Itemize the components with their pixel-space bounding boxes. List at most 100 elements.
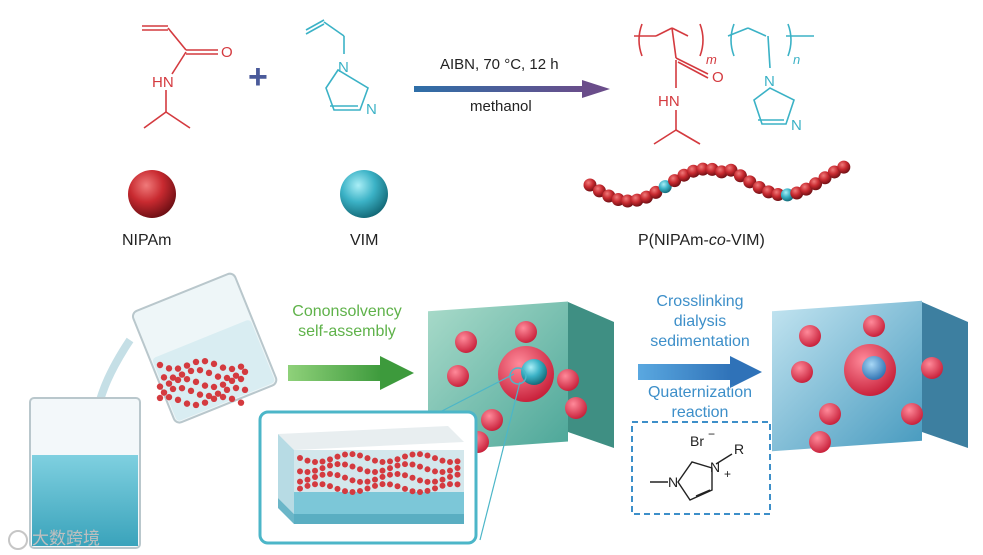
polymer-bead bbox=[223, 374, 231, 382]
polymer-bead bbox=[394, 462, 401, 469]
nipam-bead bbox=[696, 162, 710, 176]
copolymer-o-label: O bbox=[712, 69, 724, 86]
polymer-bead bbox=[201, 399, 209, 406]
copolymer-label-prefix: P(NIPAm- bbox=[638, 232, 709, 249]
micelle-core-inner bbox=[862, 356, 886, 380]
vim-structure: N N bbox=[305, 19, 377, 118]
polymer-bead bbox=[447, 467, 453, 474]
polymer-bead bbox=[349, 451, 356, 458]
micelle-sphere bbox=[799, 325, 821, 347]
polymer-bead bbox=[402, 461, 408, 468]
nipam-structure: O HN bbox=[142, 25, 233, 129]
quat-br: Br bbox=[690, 433, 704, 449]
green-arrow bbox=[288, 356, 414, 390]
polymer-bead bbox=[192, 378, 200, 386]
vim-bead bbox=[658, 180, 672, 194]
step3-line2: reaction bbox=[671, 404, 729, 421]
nipam-label: NIPAm bbox=[122, 232, 172, 249]
polymer-bead bbox=[196, 391, 204, 398]
polymer-bead bbox=[357, 487, 363, 494]
polymer-bead bbox=[156, 361, 164, 369]
polymer-bead bbox=[232, 372, 240, 379]
polymer-bead bbox=[205, 392, 213, 400]
step1-label: Cononsolvency self-assembly bbox=[272, 302, 422, 342]
polymer-bead bbox=[334, 453, 341, 460]
polymer-bead bbox=[174, 396, 182, 404]
polymer-bead bbox=[394, 483, 401, 490]
polymer-bead bbox=[357, 478, 363, 485]
nipam-bead bbox=[733, 169, 747, 183]
polymer-bead bbox=[228, 365, 236, 373]
polymer-bead bbox=[237, 363, 245, 370]
nipam-bead bbox=[837, 160, 851, 174]
nipam-bead bbox=[668, 174, 682, 188]
polymer-bead bbox=[349, 463, 356, 470]
polymer-bead bbox=[439, 457, 446, 464]
polymer-bead bbox=[160, 389, 168, 396]
reaction-arrow bbox=[414, 80, 610, 98]
polymer-bead bbox=[417, 463, 423, 470]
nipam-sphere bbox=[128, 170, 176, 218]
nipam-bead bbox=[649, 185, 663, 199]
micelle-sphere bbox=[515, 321, 537, 343]
polymer-bead bbox=[297, 485, 303, 492]
polymer-bead bbox=[210, 395, 218, 403]
quat-n-left: N bbox=[668, 474, 678, 490]
polymer-bead bbox=[379, 467, 386, 474]
polymer-bead bbox=[342, 488, 348, 495]
polymer-bead bbox=[169, 385, 177, 393]
polymer-bead bbox=[342, 461, 348, 468]
copolymer-bead-chain bbox=[583, 160, 851, 208]
polymer-bead bbox=[319, 471, 326, 478]
polymer-bead bbox=[327, 483, 333, 490]
polymer-bead bbox=[160, 374, 168, 381]
micelle-sphere bbox=[455, 331, 477, 353]
polymer-bead bbox=[417, 477, 423, 484]
polymer-bead bbox=[319, 481, 326, 488]
copolymer-label-italic: co bbox=[708, 232, 726, 249]
polymer-bead bbox=[454, 471, 461, 478]
step2-label: Crosslinking dialysis sedimentation bbox=[620, 292, 780, 352]
copolymer-label: P(NIPAm-co-VIM) bbox=[638, 232, 765, 250]
copolymer-m-label: m bbox=[706, 52, 717, 67]
step2-line1: Crosslinking bbox=[656, 293, 744, 310]
polymer-bead bbox=[454, 481, 461, 488]
watermark-icon bbox=[8, 529, 28, 550]
hydrogel-blue bbox=[772, 300, 968, 453]
vim-n1-label: N bbox=[338, 59, 349, 76]
polymer-bead bbox=[319, 458, 326, 465]
polymer-bead bbox=[334, 461, 341, 468]
micelle-core-inner bbox=[521, 359, 547, 385]
polymer-bead bbox=[187, 387, 195, 395]
micelle-sphere bbox=[863, 315, 885, 337]
watermark-text: 大数跨境 bbox=[32, 529, 100, 548]
polymer-bead bbox=[174, 376, 182, 384]
polymer-bead bbox=[342, 474, 348, 481]
polymer-bead bbox=[424, 487, 431, 494]
polymer-bead bbox=[432, 468, 438, 475]
polymer-bead bbox=[214, 390, 222, 397]
polymer-bead bbox=[439, 468, 446, 475]
polymer-bead bbox=[357, 466, 363, 473]
micelle-sphere bbox=[565, 397, 587, 419]
polymer-bead bbox=[334, 472, 341, 479]
polymer-bead bbox=[424, 478, 431, 485]
polymer-bead bbox=[319, 465, 326, 472]
polymer-bead bbox=[432, 455, 438, 462]
copolymer-n1-label: N bbox=[764, 73, 775, 90]
polymer-bead bbox=[312, 481, 318, 488]
micelle-sphere bbox=[901, 403, 923, 425]
polymer-bead bbox=[297, 478, 303, 485]
polymer-bead bbox=[432, 478, 438, 485]
nipam-bead bbox=[583, 178, 597, 192]
watermark: 大数跨境 bbox=[8, 524, 100, 550]
polymer-bead bbox=[178, 384, 186, 392]
polymer-bead bbox=[454, 465, 461, 472]
copolymer-structure: m n O HN N N bbox=[634, 23, 814, 145]
vim-label: VIM bbox=[350, 232, 379, 249]
vim-sphere bbox=[340, 170, 388, 218]
polymer-bead bbox=[210, 383, 218, 391]
polymer-bead bbox=[304, 476, 311, 483]
polymer-bead bbox=[205, 369, 213, 377]
polymer-bead bbox=[364, 485, 371, 492]
